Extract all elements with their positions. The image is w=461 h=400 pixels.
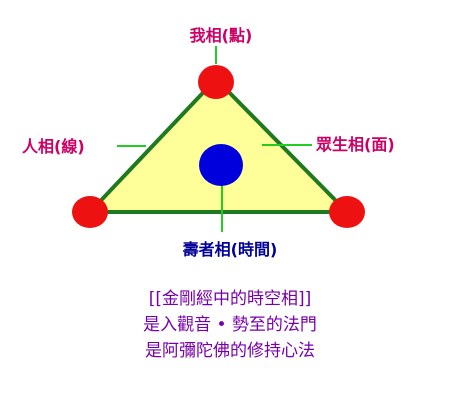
label-top: 我相(點) — [190, 26, 253, 45]
vertex-top — [198, 65, 234, 99]
vertex-right — [329, 196, 365, 228]
vertex-left — [72, 196, 108, 228]
label-right: 眾生相(面) — [315, 135, 395, 154]
center-point — [199, 144, 243, 186]
caption-line-2: 是入觀音 • 勢至的法門 — [143, 315, 317, 335]
caption-line-1: [[金剛經中的時空相]] — [149, 289, 312, 309]
caption-line-3: 是阿彌陀佛的修持心法 — [145, 341, 315, 361]
label-bottom: 壽者相(時間) — [183, 240, 278, 259]
label-left: 人相(線) — [22, 137, 85, 156]
